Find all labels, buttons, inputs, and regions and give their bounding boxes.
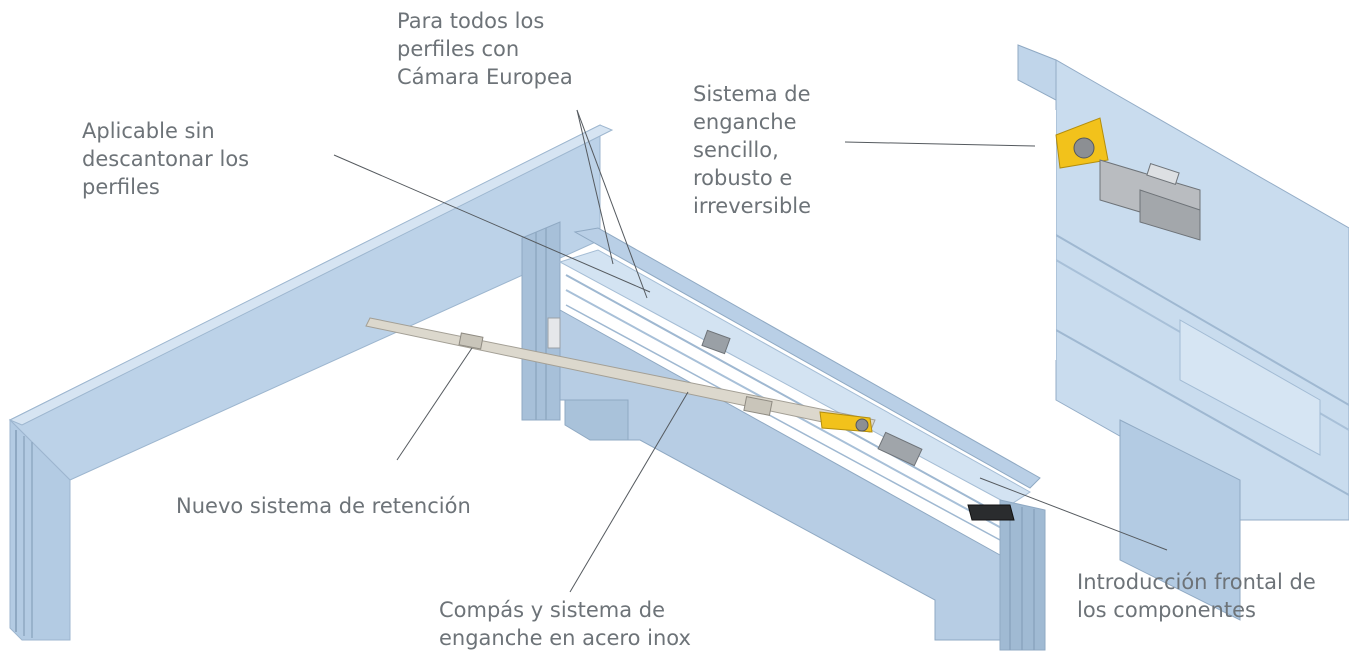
frame-profile [8,124,614,641]
stay-arm [365,317,876,433]
callout-retencion: Nuevo sistema de retención [176,494,471,518]
corner-component [967,504,1015,521]
sash-profile [558,227,1046,651]
leader-lines [333,109,1168,593]
callout-camara-europea: Para todos los perfiles con Cámara Europ… [397,9,573,89]
callout-sin-descantonar: Aplicable sin descantonar los perfiles [82,119,250,199]
callout-compas-inox: Compás y sistema de enganche en acero in… [439,598,691,650]
callout-introduccion-frontal: Introducción frontal de los componentes [1077,570,1316,622]
inset-detail [940,44,1349,621]
callout-sistema-enganche: Sistema de enganche sencillo, robusto e … [693,82,812,218]
